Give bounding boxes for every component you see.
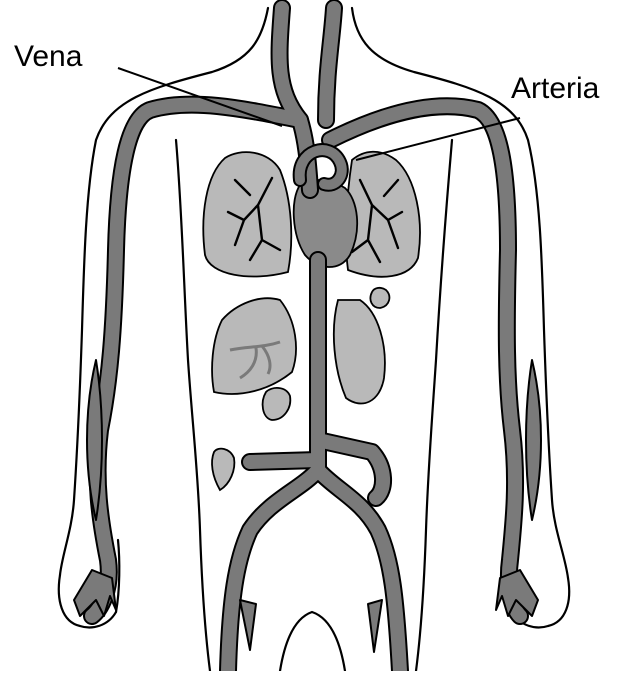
blood-vessels xyxy=(74,8,541,671)
label-arteria: Arteria xyxy=(511,74,599,104)
gland-right xyxy=(370,288,389,308)
bladder xyxy=(212,449,234,490)
kidney-left xyxy=(263,388,291,420)
lung-left xyxy=(203,152,291,276)
label-vena: Vena xyxy=(14,42,82,72)
stomach xyxy=(334,300,385,404)
